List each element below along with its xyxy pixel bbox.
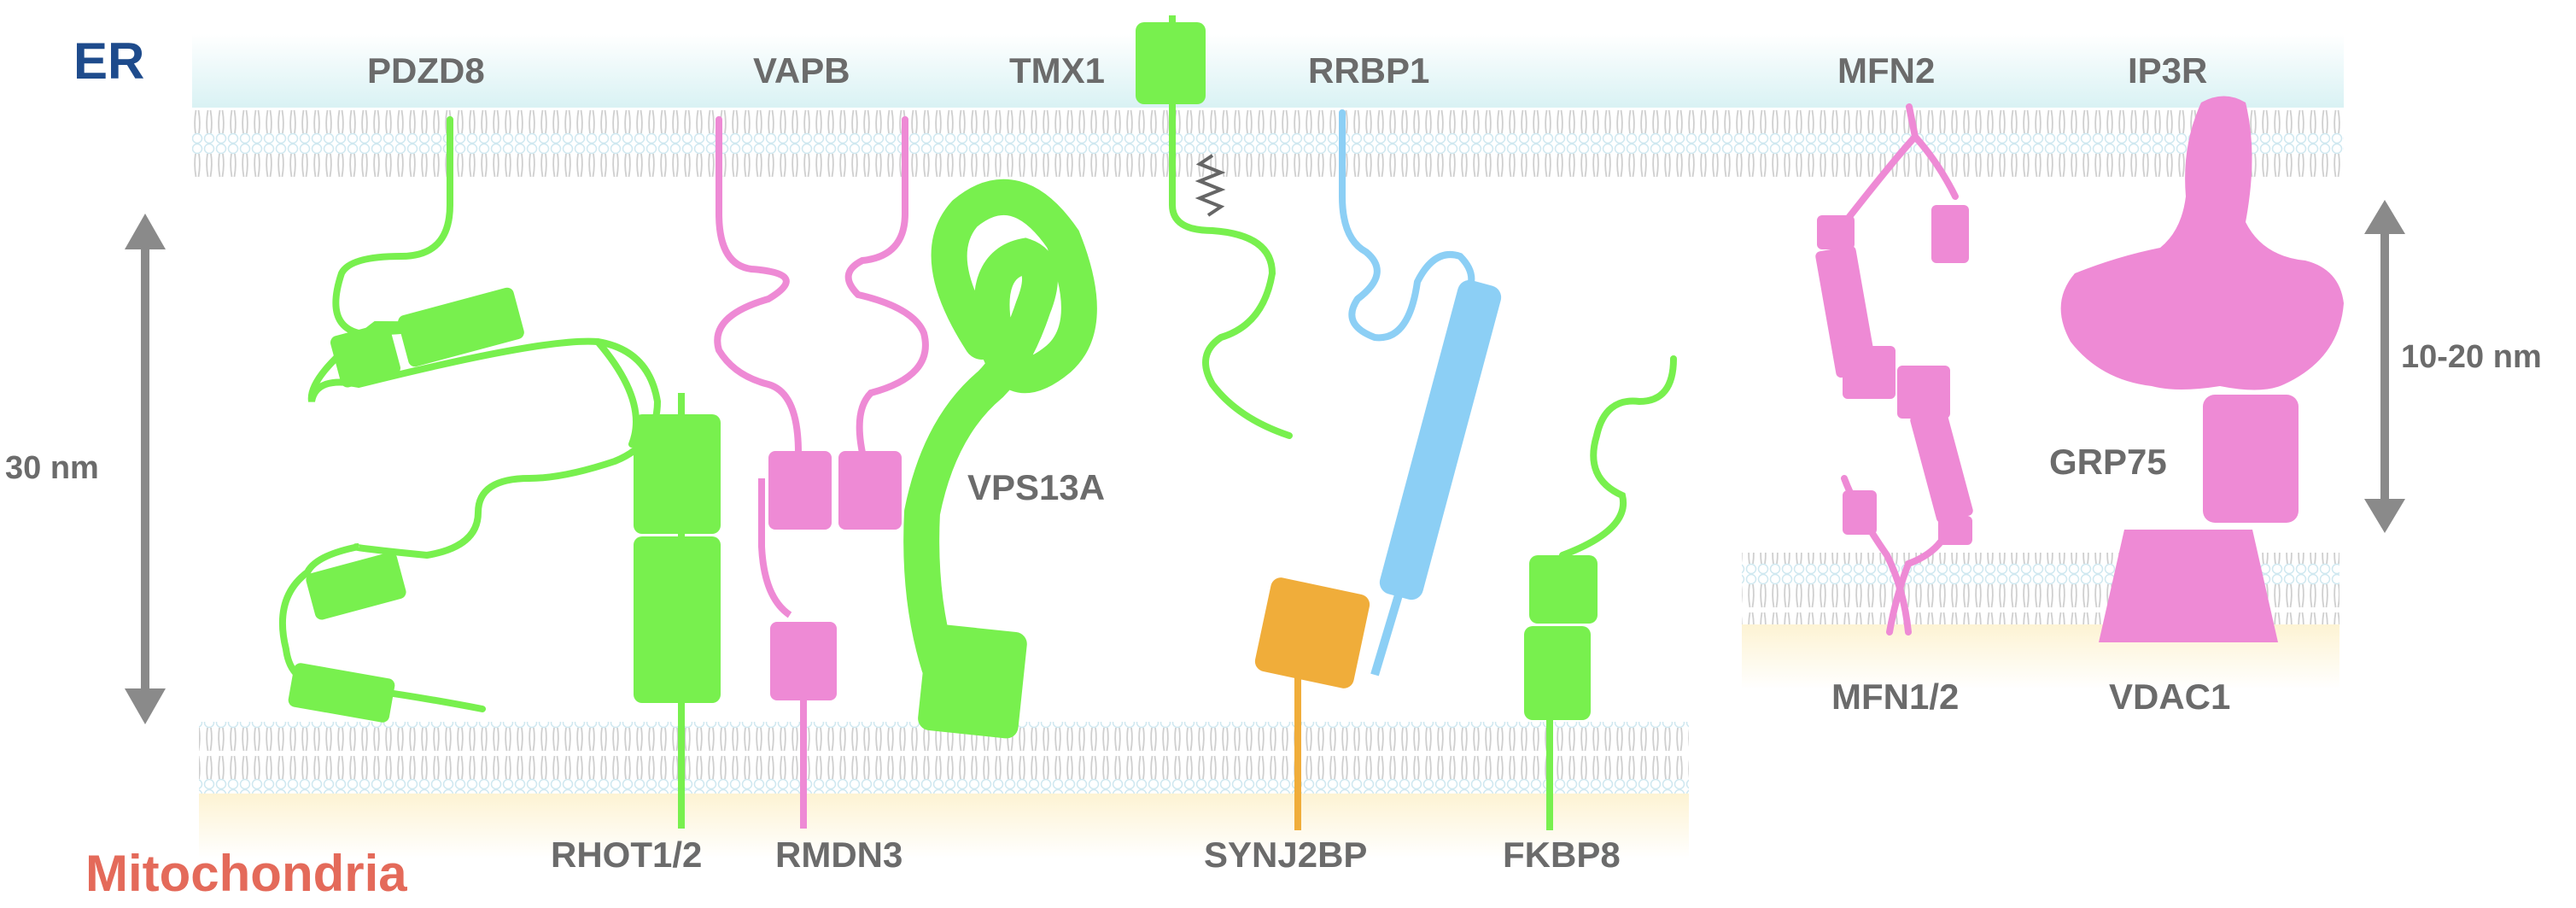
vps13a-label: VPS13A [967,467,1105,507]
rrbp1-protein [1339,109,1502,677]
vapb-protein [714,116,929,456]
ip3r-protein [2060,96,2344,390]
grp75-protein [2203,395,2299,523]
synj2bp-label: SYNJ2BP [1204,835,1367,875]
grp75-label: GRP75 [2049,442,2167,482]
tmx1-label: TMX1 [1009,50,1105,91]
tmx1-protein [1136,15,1293,439]
pdzd8-label: PDZD8 [367,50,485,91]
mfn-domains [1815,205,1973,545]
vapb-domains [768,451,902,530]
vapb-label: VAPB [753,50,850,91]
mito-membrane-left [199,722,1689,858]
er-membrane [192,34,2344,179]
scale-label-right: 10-20 nm [2401,339,2542,375]
pdzd8-protein [278,116,662,712]
mfn2-label: MFN2 [1837,50,1935,91]
pdzd8-domains [288,287,524,723]
ip3r-label: IP3R [2128,50,2207,91]
rrbp1-label: RRBP1 [1308,50,1429,91]
scale-label-left: 30 nm [5,450,99,486]
vps13a-protein [903,179,1097,739]
scale-arrow-right [2364,200,2405,533]
vdac1-protein [2099,530,2278,642]
mitochondria-label: Mitochondria [85,845,407,902]
scale-arrow-left [125,214,166,724]
vdac1-label: VDAC1 [2109,677,2230,717]
fkbp8-label: FKBP8 [1503,835,1621,875]
rhot-label: RHOT1/2 [551,835,702,875]
fkbp8-protein [1524,355,1677,830]
rmdn3-label: RMDN3 [775,835,902,875]
synj2bp-protein [1254,577,1370,830]
rhot-protein [634,393,721,829]
mfn12-label: MFN1/2 [1831,677,1959,717]
rmdn3-protein [758,478,837,829]
er-label: ER [73,32,144,90]
